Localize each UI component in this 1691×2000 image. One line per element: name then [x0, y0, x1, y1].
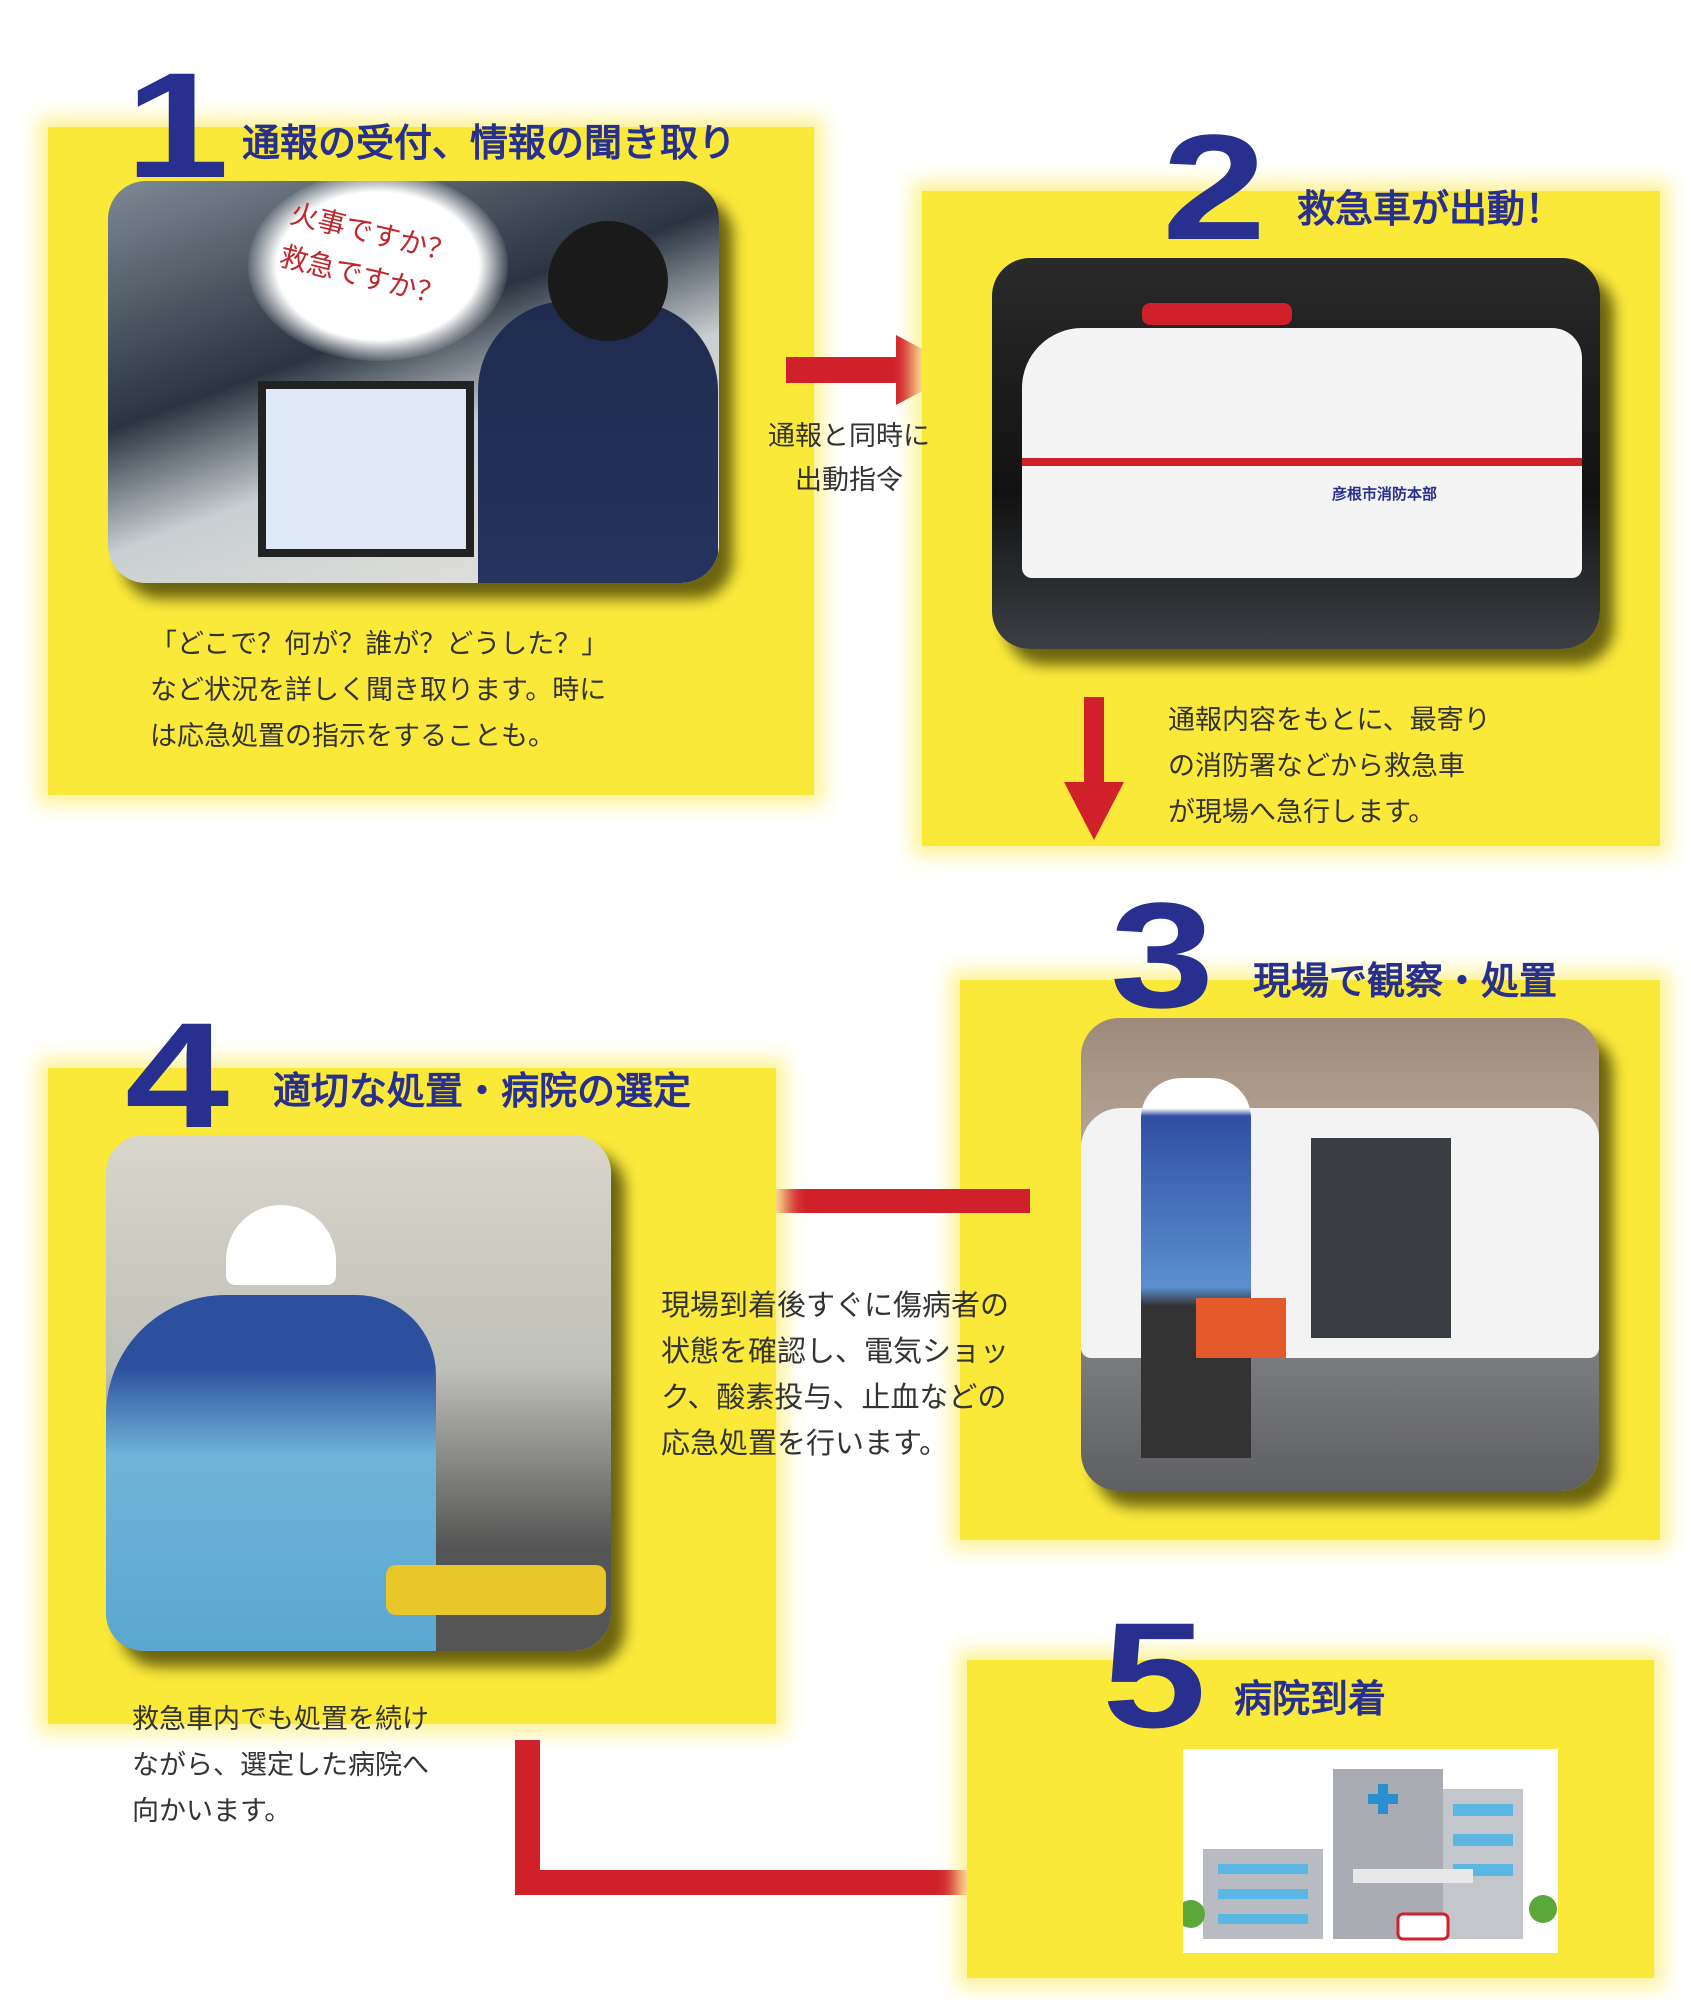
arrow-left-icon — [660, 1170, 1030, 1232]
dispatch-center-photo: 火事ですか？ 救急ですか？ — [108, 181, 719, 583]
ambulance-icon — [1396, 1912, 1450, 1941]
step-4-number: 4 — [125, 991, 229, 1159]
step-1-number: 1 — [125, 41, 229, 209]
ambulance-stripe — [1022, 458, 1582, 466]
step-3-number: 3 — [1110, 871, 1214, 1039]
equipment-case — [1196, 1298, 1286, 1358]
helmet — [226, 1205, 336, 1285]
arrow-right-icon — [786, 335, 962, 405]
operator — [478, 301, 718, 583]
ambulance-label: 彦根市消防本部 — [1332, 485, 1438, 503]
step-3-description: 現場到着後すぐに傷病者の 状態を確認し、電気ショッ ク、酸素投与、止血などの 応… — [661, 1288, 1010, 1460]
speech-bubble — [248, 181, 508, 361]
ambulance-interior-photo — [106, 1135, 611, 1651]
ambulance-photo: 彦根市消防本部 — [992, 258, 1600, 649]
stretcher — [386, 1565, 606, 1615]
step-4-description: 救急車内でも処置を続け ながら、選定した病院へ 向かいます。 — [132, 1704, 429, 1827]
step-1-title: 通報の受付、情報の聞き取り — [242, 121, 737, 165]
step-2-number: 2 — [1162, 103, 1266, 271]
step-2-title: 救急車が出動！ — [1297, 187, 1564, 231]
step-5-number: 5 — [1102, 1591, 1206, 1759]
step-3-title: 現場で観察・処置 — [1253, 959, 1558, 1003]
hospital-illustration — [1183, 1749, 1558, 1953]
ambulance-door — [1311, 1138, 1451, 1338]
step-1-description: 「どこで？何が？誰が？どうした？」 など状況を詳しく聞き取ります。時に は応急処… — [150, 629, 609, 752]
step-4-title: 適切な処置・病院の選定 — [273, 1069, 692, 1113]
step-2-description: 通報内容をもとに、最寄り の消防署などから救急車 が現場へ急行します。 — [1168, 705, 1491, 828]
arrow-down-icon — [1064, 697, 1124, 840]
operator-head — [548, 221, 668, 341]
paramedic — [1141, 1078, 1251, 1458]
step-5-title: 病院到着 — [1234, 1677, 1387, 1721]
ambulance-body — [1022, 328, 1582, 578]
monitor — [258, 381, 474, 557]
hospital-cross-icon — [1368, 1784, 1398, 1814]
scene-photo — [1081, 1018, 1599, 1491]
paramedic-treating — [106, 1295, 436, 1651]
ambulance-lights — [1142, 303, 1292, 325]
dispatch-note: 通報と同時に 出動指令 — [768, 421, 930, 496]
